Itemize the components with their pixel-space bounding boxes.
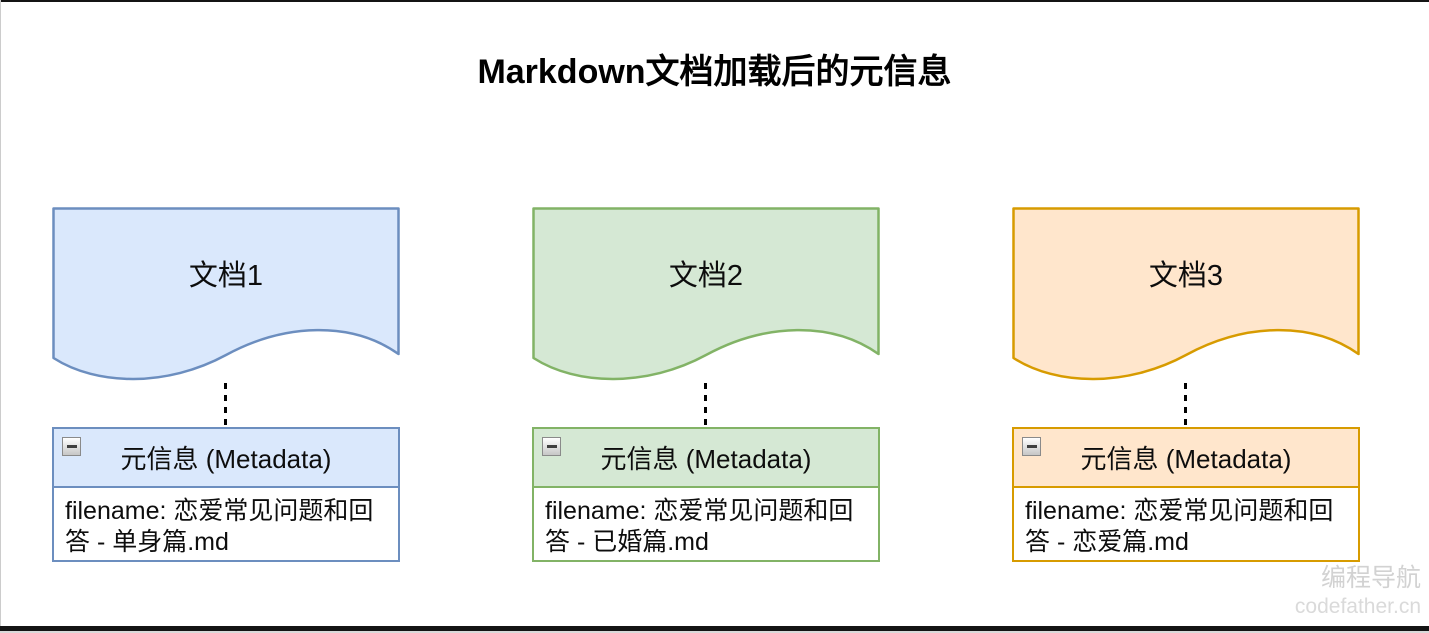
metadata-header: 元信息 (Metadata)	[1014, 429, 1358, 488]
watermark-brand: 编程导航	[1320, 564, 1421, 592]
document-shape	[532, 207, 880, 381]
minus-glyph	[546, 445, 557, 448]
watermark-url: codefather.cn	[1294, 595, 1421, 618]
metadata-title: 元信息 (Metadata)	[600, 444, 812, 474]
document-shape	[1012, 207, 1360, 381]
document-label: 文档2	[668, 260, 744, 292]
document-shape	[52, 207, 400, 381]
metadata-filename: filename: 恋爱常见问题和回答 - 恋爱篇.md	[1025, 497, 1334, 556]
document-column-1: 文档1 元信息 (Metadata) filename: 恋爱常见问题和回答 -…	[52, 207, 400, 569]
metadata-title: 元信息 (Metadata)	[1080, 444, 1292, 474]
window-top-edge	[0, 0, 1429, 2]
document-column-2: 文档2 元信息 (Metadata) filename: 恋爱常见问题和回答 -…	[532, 207, 880, 569]
metadata-filename: filename: 恋爱常见问题和回答 - 单身篇.md	[65, 497, 374, 556]
metadata-filename: filename: 恋爱常见问题和回答 - 已婚篇.md	[545, 497, 854, 556]
window-bottom-edge	[0, 626, 1429, 631]
diagram-title: Markdown文档加载后的元信息	[477, 53, 952, 91]
metadata-box: 元信息 (Metadata) filename: 恋爱常见问题和回答 - 单身篇…	[52, 427, 400, 562]
metadata-header: 元信息 (Metadata)	[54, 429, 398, 488]
metadata-box: 元信息 (Metadata) filename: 恋爱常见问题和回答 - 已婚篇…	[532, 427, 880, 562]
collapse-minus-icon[interactable]	[62, 437, 81, 456]
metadata-header: 元信息 (Metadata)	[534, 429, 878, 488]
metadata-title: 元信息 (Metadata)	[120, 444, 332, 474]
minus-glyph	[66, 445, 77, 448]
dashed-connector	[224, 383, 227, 429]
window-bottom-light-edge	[0, 631, 1429, 633]
watermark: 编程导航 codefather.cn	[1295, 565, 1421, 619]
collapse-minus-icon[interactable]	[542, 437, 561, 456]
collapse-minus-icon[interactable]	[1022, 437, 1041, 456]
window-left-edge	[0, 0, 1, 633]
metadata-box: 元信息 (Metadata) filename: 恋爱常见问题和回答 - 恋爱篇…	[1012, 427, 1360, 562]
dashed-connector	[1184, 383, 1187, 429]
document-column-3: 文档3 元信息 (Metadata) filename: 恋爱常见问题和回答 -…	[1012, 207, 1360, 569]
document-label: 文档1	[188, 260, 264, 292]
document-label: 文档3	[1148, 260, 1224, 292]
minus-glyph	[1026, 445, 1037, 448]
dashed-connector	[704, 383, 707, 429]
